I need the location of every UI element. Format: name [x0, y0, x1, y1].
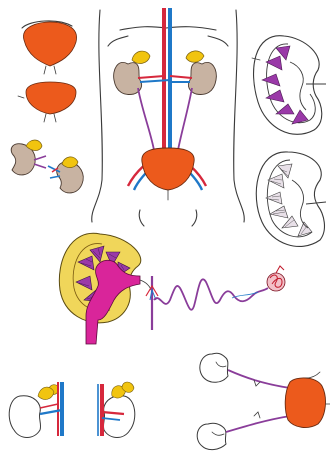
adrenal-gland: [132, 51, 150, 63]
kidney-section-pyramids: [252, 36, 326, 135]
bladder-shape: [285, 378, 325, 428]
adrenal-gland: [186, 51, 204, 62]
kidney-section-with-nephron: [59, 233, 285, 344]
urinary-system-in-torso: [92, 8, 245, 226]
bladder-shape: [142, 148, 194, 190]
adrenal-gland: [62, 157, 78, 168]
ureter-right: [226, 416, 290, 432]
kidney-pair-with-adrenals: [11, 140, 83, 193]
bladder-shape: [23, 22, 76, 66]
bladder-front-views: [18, 21, 77, 122]
ureter-right: [178, 88, 192, 150]
kidney-pair-left-vessels: [9, 382, 62, 438]
ureter-left: [228, 370, 290, 388]
kidney-left: [11, 140, 46, 175]
kidney-section-striated: [256, 152, 326, 247]
adrenal-gland: [38, 387, 54, 399]
kidney-pair-right-vessels: [98, 382, 135, 438]
bladder-shape: [26, 82, 76, 114]
ureter-left: [138, 88, 154, 150]
kidney-right: [48, 157, 83, 193]
kidneys-ureters-bladder: [197, 353, 330, 449]
